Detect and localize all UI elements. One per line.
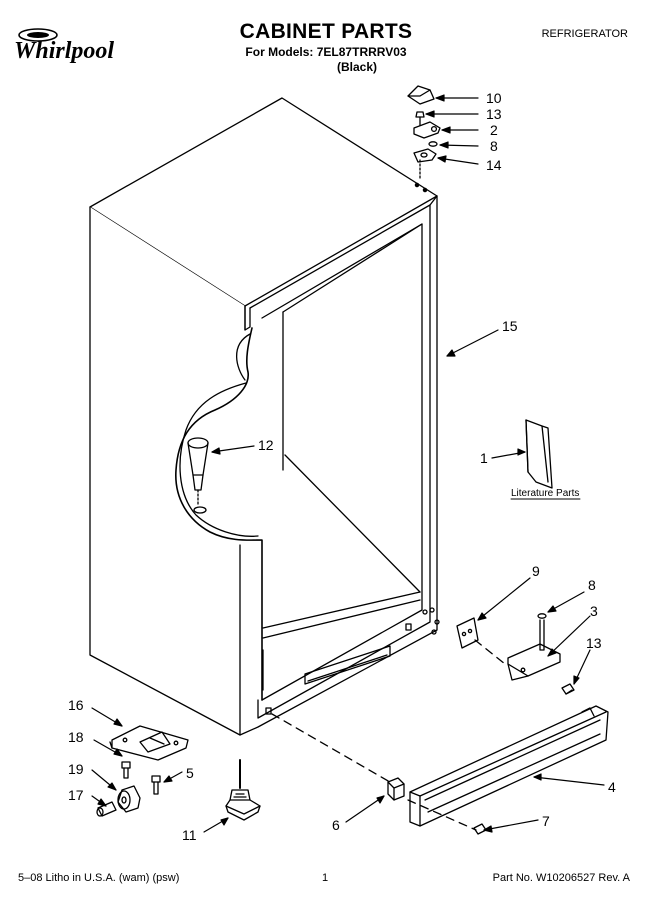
base-grille xyxy=(409,705,609,827)
bottom-hinge xyxy=(507,613,561,681)
leveling-leg xyxy=(225,759,261,821)
models-line: For Models: 7EL87TRRRV03 xyxy=(245,45,407,59)
bracket-screw-left xyxy=(121,761,131,779)
callout-4: 4 xyxy=(608,779,616,795)
brand-wordmark: Whirlpool xyxy=(14,38,114,64)
callout-13-top: 13 xyxy=(486,106,502,122)
callout-14: 14 xyxy=(486,157,502,173)
bracket-screw-right xyxy=(151,775,161,795)
callout-11: 11 xyxy=(182,827,197,843)
callout-6: 6 xyxy=(332,817,340,833)
callout-16: 16 xyxy=(68,697,84,713)
callout-13-bottom: 13 xyxy=(586,635,602,651)
callout-12: 12 xyxy=(258,437,274,453)
callout-2: 2 xyxy=(490,122,498,138)
callout-8-bottom: 8 xyxy=(588,577,596,593)
callout-19: 19 xyxy=(68,761,84,777)
category-label: REFRIGERATOR xyxy=(541,28,628,40)
roller-bracket xyxy=(109,725,189,761)
footer-page-number: 1 xyxy=(322,872,329,884)
footer-litho: 5–08 Litho in U.S.A. (wam) (psw) xyxy=(18,872,180,884)
grille-clip xyxy=(387,777,405,801)
whirlpool-logo: Whirlpool xyxy=(14,28,114,64)
grille-screw xyxy=(473,823,487,835)
callout-18: 18 xyxy=(68,729,84,745)
callout-1: 1 xyxy=(480,450,488,466)
callout-9: 9 xyxy=(532,563,540,579)
drain-tube xyxy=(187,437,209,514)
literature-pack xyxy=(525,419,553,489)
callout-7: 7 xyxy=(542,813,550,829)
roller-wheel xyxy=(117,785,141,813)
top-hinge-assembly xyxy=(407,85,441,181)
literature-parts-label: Literature Parts xyxy=(511,488,579,499)
page-title: CABINET PARTS xyxy=(239,20,413,43)
bottom-hinge-plate xyxy=(456,617,479,649)
roller-axle xyxy=(96,801,117,817)
assembly-lines xyxy=(271,639,506,831)
callout-10: 10 xyxy=(486,90,502,106)
color-line: (Black) xyxy=(336,60,377,74)
screw-right xyxy=(561,683,575,695)
callout-labels: 10 13 2 8 14 15 12 1 9 8 3 13 4 7 6 11 1… xyxy=(68,90,616,843)
callout-3: 3 xyxy=(590,603,598,619)
footer-part-number: Part No. W10206527 Rev. A xyxy=(492,872,630,884)
cabinet-body xyxy=(89,97,440,736)
callout-8-top: 8 xyxy=(490,138,498,154)
leader-lines xyxy=(91,94,605,833)
callout-5: 5 xyxy=(186,765,194,781)
callout-15: 15 xyxy=(502,318,518,334)
callout-17: 17 xyxy=(68,787,84,803)
